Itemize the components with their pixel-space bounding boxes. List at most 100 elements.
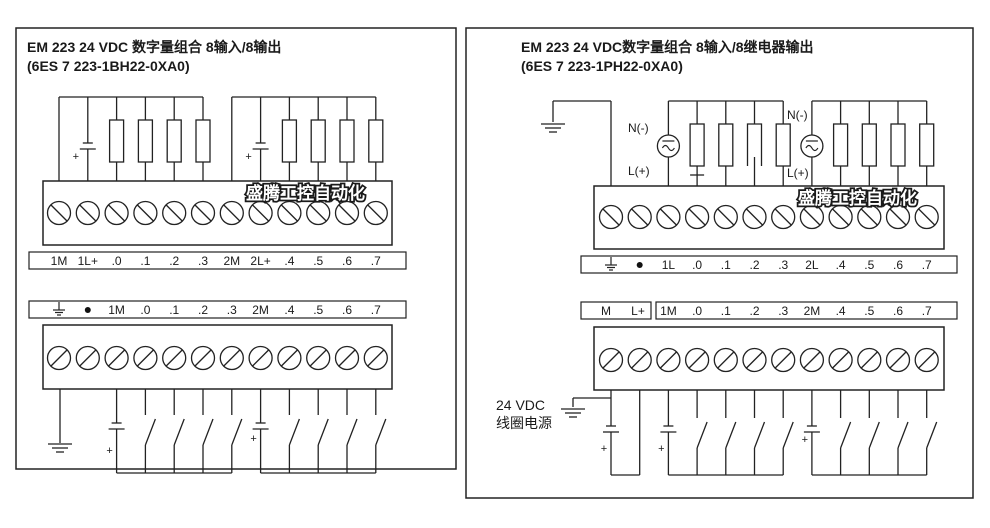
right-title-line1: EM 223 24 VDC数字量组合 8输入/8继电器输出 bbox=[521, 39, 814, 55]
screw-slot bbox=[746, 351, 763, 369]
switch-blade bbox=[725, 421, 737, 449]
terminal-label: .2 bbox=[169, 254, 179, 268]
ac-source-icon bbox=[800, 134, 824, 158]
screw-slot bbox=[309, 204, 327, 222]
input-screw-terminal bbox=[742, 347, 767, 373]
ac-source2-line-label: L(+) bbox=[787, 166, 809, 180]
dc-source-4 bbox=[252, 422, 269, 430]
output-screw-terminal bbox=[828, 204, 853, 230]
terminal-label: .7 bbox=[922, 258, 932, 272]
screw-slot bbox=[108, 204, 126, 222]
screw-slot bbox=[136, 349, 154, 367]
watermark-left: 盛腾工控自动化 bbox=[246, 183, 365, 204]
screw-slot bbox=[717, 208, 735, 226]
terminal-label: .7 bbox=[371, 303, 381, 317]
switch-blade bbox=[317, 418, 329, 446]
input-switch bbox=[926, 390, 938, 475]
coil-supply-voltage-label: 24 VDC bbox=[496, 397, 545, 413]
screw-slot bbox=[338, 349, 356, 367]
terminal-label: .2 bbox=[198, 303, 208, 317]
ac-source-circle bbox=[656, 134, 681, 158]
load-resistor bbox=[919, 123, 935, 167]
right-input-terminal-block bbox=[593, 326, 945, 391]
output-screw-terminal bbox=[684, 204, 710, 230]
screw-slot bbox=[367, 349, 385, 367]
screw-slot bbox=[631, 208, 649, 226]
output-screw-terminal bbox=[742, 204, 767, 230]
right-title-line2: (6ES 7 223-1PH22-0XA0) bbox=[521, 58, 683, 74]
dc-source-1 bbox=[79, 142, 96, 150]
input-screw-terminal bbox=[857, 347, 882, 373]
terminal-label: .4 bbox=[284, 254, 294, 268]
terminal-label: .3 bbox=[198, 254, 208, 268]
output-screw-terminal bbox=[46, 200, 72, 226]
input-switch bbox=[375, 389, 387, 473]
terminal-label: .4 bbox=[836, 304, 846, 318]
screw-slot bbox=[252, 204, 270, 222]
dc-source-2 bbox=[252, 142, 269, 150]
output-screw-terminal bbox=[363, 200, 388, 226]
load-resistor bbox=[108, 119, 125, 163]
input-screw-terminal bbox=[713, 347, 738, 373]
watermark-right: 盛腾工控自动化 bbox=[798, 188, 917, 209]
output-screw-terminal bbox=[627, 204, 652, 230]
screw-slot bbox=[774, 351, 792, 369]
input-switch bbox=[288, 389, 301, 473]
switch-blade bbox=[375, 418, 387, 446]
input-switch bbox=[897, 390, 909, 475]
switch-blade bbox=[288, 418, 301, 446]
dot-icon bbox=[636, 262, 643, 268]
screw-slot bbox=[194, 204, 212, 222]
screw-slot bbox=[688, 351, 706, 369]
load-resistor bbox=[137, 119, 154, 163]
screw-slot bbox=[688, 208, 706, 226]
terminal-label: L+ bbox=[631, 304, 645, 318]
screw-slot bbox=[280, 204, 298, 222]
input-screw-terminal bbox=[190, 345, 216, 371]
left-panel-frame bbox=[15, 27, 457, 470]
input-screw-terminal bbox=[46, 345, 72, 371]
screw-slot bbox=[108, 349, 126, 367]
output-screw-terminal bbox=[771, 204, 796, 230]
input-screw-terminal bbox=[363, 345, 388, 371]
screw-slot bbox=[338, 204, 356, 222]
output-screw-terminal bbox=[219, 200, 244, 226]
switch-blade bbox=[782, 421, 794, 449]
input-switch bbox=[782, 390, 794, 475]
terminal-label: .2 bbox=[749, 258, 759, 272]
input-switch bbox=[144, 389, 157, 473]
switch-blade bbox=[839, 421, 852, 449]
terminal-label: .5 bbox=[313, 254, 323, 268]
dc-source-6 bbox=[803, 425, 820, 433]
ac-source-icon bbox=[656, 134, 681, 158]
input-screw-terminal bbox=[75, 345, 100, 371]
right-input-label-strip bbox=[655, 301, 958, 320]
screw-slot bbox=[367, 204, 385, 222]
switch-blade bbox=[202, 418, 214, 446]
plus-sign: + bbox=[245, 151, 251, 163]
load-resistor bbox=[281, 119, 298, 163]
input-switch bbox=[317, 389, 329, 473]
terminal-label: 1L+ bbox=[78, 254, 98, 268]
terminal-label: 2M bbox=[223, 254, 240, 268]
ac-source-wave bbox=[661, 144, 675, 152]
screw-slot bbox=[659, 351, 677, 369]
terminal-label: .1 bbox=[721, 258, 731, 272]
ac-source2-neutral-label: N(-) bbox=[787, 108, 808, 122]
screw-slot bbox=[717, 351, 735, 369]
left-title-line2: (6ES 7 223-1BH22-0XA0) bbox=[27, 58, 190, 74]
input-screw-terminal bbox=[104, 345, 129, 371]
input-screw-terminal bbox=[133, 345, 158, 371]
left-input-terminal-block bbox=[42, 324, 393, 390]
ground-icon bbox=[48, 443, 72, 453]
screw-slot bbox=[918, 351, 936, 369]
left-input-label-strip bbox=[28, 300, 407, 319]
right-output-label-strip bbox=[580, 255, 958, 274]
screw-slot bbox=[165, 349, 183, 367]
output-screw-terminal bbox=[133, 200, 158, 226]
screw-slot bbox=[252, 349, 270, 367]
load-resistor bbox=[368, 119, 384, 163]
ground-icon bbox=[605, 257, 617, 271]
dc-source-5 bbox=[660, 425, 677, 433]
load-resistor bbox=[310, 119, 326, 163]
